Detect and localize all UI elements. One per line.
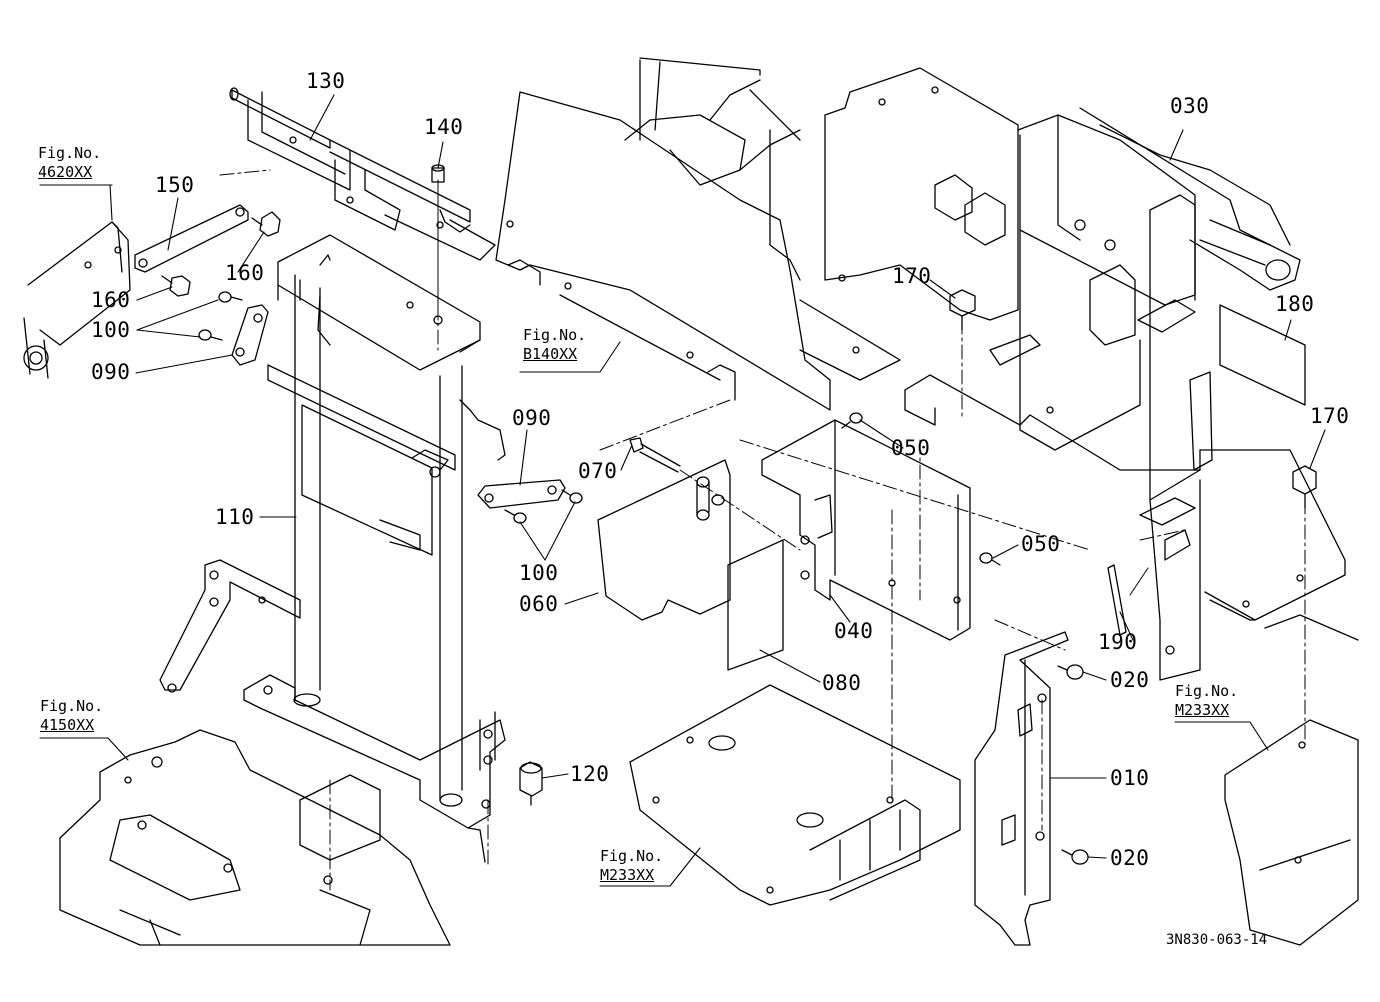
figure-ref-code: 4620XX bbox=[38, 163, 93, 181]
part-label-060: 060 bbox=[519, 592, 559, 616]
bracket-150 bbox=[134, 204, 249, 273]
top-support-130 bbox=[229, 87, 496, 261]
part-label-030: 030 bbox=[1170, 94, 1210, 118]
pin-190 bbox=[1107, 564, 1149, 636]
transmission-housing bbox=[59, 729, 451, 946]
part-label-050-upper: 050 bbox=[891, 436, 931, 460]
part-label-080: 080 bbox=[822, 671, 862, 695]
part-label-070: 070 bbox=[578, 459, 618, 483]
bracket-090-center bbox=[459, 399, 566, 509]
leader-lines bbox=[39, 94, 1326, 887]
part-label-100-lower: 100 bbox=[519, 561, 559, 585]
alignment-lines bbox=[219, 169, 1306, 891]
part-label-170-right: 170 bbox=[1310, 404, 1350, 428]
figure-ref-prefix: Fig.No. bbox=[600, 847, 664, 865]
bracket-090-left bbox=[231, 304, 269, 366]
figure-ref-prefix: Fig.No. bbox=[523, 326, 587, 344]
bolts bbox=[161, 164, 1317, 865]
part-label-110: 110 bbox=[215, 505, 255, 529]
right-platform-fragment bbox=[1224, 614, 1359, 946]
left-frame-fragment bbox=[23, 221, 131, 379]
panel-180 bbox=[1219, 304, 1306, 406]
upright-frame-110 bbox=[243, 234, 506, 863]
guard-010 bbox=[974, 631, 1069, 946]
part-label-160-upper: 160 bbox=[225, 261, 265, 285]
figure-ref-prefix: Fig.No. bbox=[40, 697, 104, 715]
background-panel bbox=[495, 57, 901, 411]
cover-040 bbox=[761, 419, 971, 641]
part-label-020-lower: 020 bbox=[1110, 846, 1150, 870]
shield-060 bbox=[597, 459, 731, 621]
figure-ref-code: B140XX bbox=[523, 345, 578, 363]
figure-ref-prefix: Fig.No. bbox=[1175, 682, 1239, 700]
drawing-code: 3N830-063-14 bbox=[1166, 932, 1268, 948]
part-label-010: 010 bbox=[1110, 766, 1150, 790]
lower-arm bbox=[159, 559, 301, 693]
sheet-080 bbox=[727, 539, 784, 671]
part-label-120: 120 bbox=[570, 762, 610, 786]
figure-ref-b140xx: Fig.No. B140XX bbox=[523, 326, 586, 364]
part-label-050-lower: 050 bbox=[1021, 532, 1061, 556]
figure-ref-code: 4150XX bbox=[40, 716, 95, 734]
part-label-090-center: 090 bbox=[512, 406, 552, 430]
part-label-190: 190 bbox=[1098, 630, 1138, 654]
figure-ref-m233xx-right: Fig.No. M233XX bbox=[1175, 682, 1238, 720]
part-label-180: 180 bbox=[1275, 292, 1315, 316]
part-label-040: 040 bbox=[834, 619, 874, 643]
part-label-140: 140 bbox=[424, 115, 464, 139]
part-label-170-upper: 170 bbox=[892, 264, 932, 288]
figure-ref-code: M233XX bbox=[600, 866, 655, 884]
figure-ref-4150xx: Fig.No. 4150XX bbox=[40, 697, 103, 735]
part-label-020-upper: 020 bbox=[1110, 668, 1150, 692]
figure-ref-prefix: Fig.No. bbox=[38, 144, 102, 162]
main-frame-030 bbox=[824, 67, 1346, 681]
part-label-090-left: 090 bbox=[91, 360, 131, 384]
figure-ref-4620xx: Fig.No. 4620XX bbox=[38, 144, 101, 182]
lower-platform bbox=[629, 684, 961, 906]
figure-ref-m233xx-center: Fig.No. M233XX bbox=[600, 847, 663, 885]
part-label-160-lower: 160 bbox=[91, 288, 131, 312]
part-label-100-upper: 100 bbox=[91, 318, 131, 342]
part-label-150: 150 bbox=[155, 173, 195, 197]
part-label-130: 130 bbox=[306, 69, 346, 93]
figure-ref-code: M233XX bbox=[1175, 701, 1230, 719]
